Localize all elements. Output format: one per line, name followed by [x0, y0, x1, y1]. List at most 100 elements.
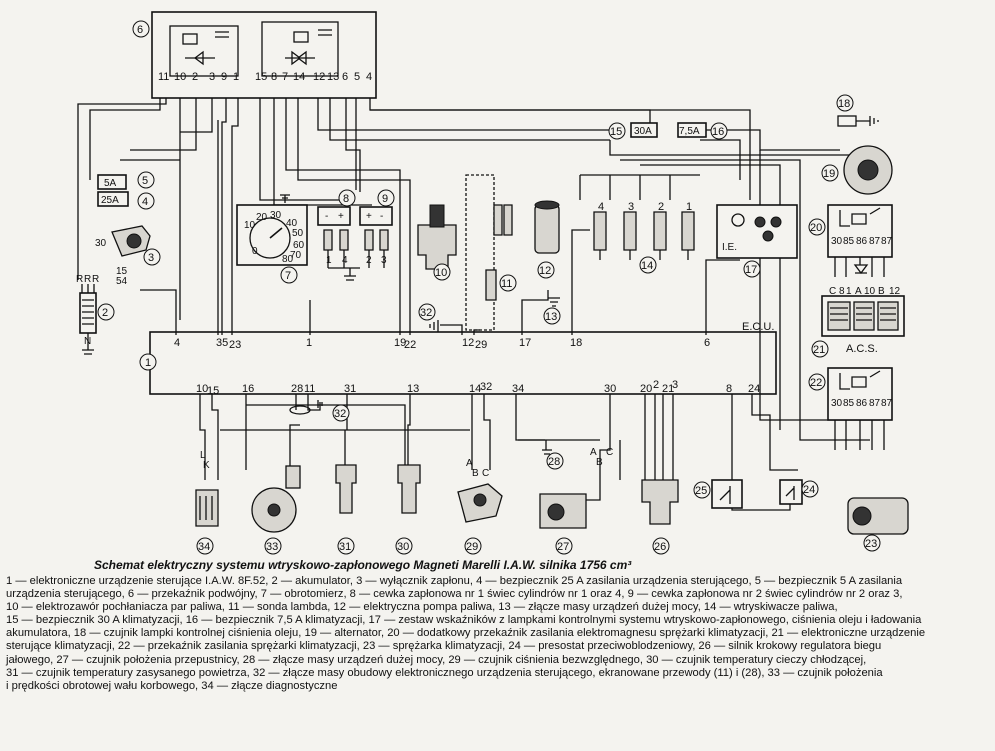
svg-text:10: 10 — [244, 220, 256, 231]
callout-34: 34 — [198, 541, 210, 553]
battery-2: R R R N 2 — [76, 274, 115, 355]
ac-compressor-23: 23 — [847, 497, 909, 552]
svg-text:86: 86 — [856, 398, 868, 409]
callout-19: 19 — [823, 168, 835, 180]
svg-text:R: R — [84, 274, 91, 285]
fuses-4-5: 5A 25A 5 4 — [97, 171, 155, 210]
svg-text:15: 15 — [116, 266, 128, 277]
ignition-switch-3: 30 15 54 3 — [95, 225, 161, 287]
svg-text:1: 1 — [846, 286, 852, 297]
svg-text:11: 11 — [304, 383, 315, 395]
svg-text:20: 20 — [256, 212, 268, 223]
fuse-4-label: 25A — [101, 195, 119, 206]
svg-text:-: - — [380, 211, 383, 222]
svg-text:A: A — [855, 286, 862, 297]
svg-text:34: 34 — [512, 383, 524, 395]
ecu-bottom-pin-labels: 10 15 16 28 11 31 13 14 32 34 30 20 2 21… — [196, 379, 760, 397]
svg-text:30: 30 — [831, 398, 843, 409]
wiring-diagram: 6 11 10 2 3 9 1 15 8 7 14 12 13 6 5 4 E.… — [76, 11, 909, 555]
svg-text:A: A — [466, 458, 473, 469]
idle-stepper-26: 26 — [641, 479, 679, 555]
svg-text:3: 3 — [628, 201, 634, 213]
callout-15: 15 — [610, 126, 622, 138]
svg-text:K: K — [203, 460, 210, 471]
lambda-sensor-11: 11 — [465, 174, 517, 331]
svg-text:4: 4 — [174, 337, 180, 349]
wiring — [77, 98, 880, 511]
purge-valve-10: 10 — [417, 204, 457, 281]
callout-7: 7 — [285, 270, 291, 282]
svg-text:2: 2 — [366, 255, 372, 266]
svg-text:13: 13 — [407, 383, 419, 395]
callout-11: 11 — [501, 278, 512, 290]
ignition-coil-9: + - 2 3 9 — [359, 189, 395, 268]
callout-2: 2 — [102, 307, 108, 319]
svg-text:20: 20 — [640, 383, 652, 395]
svg-text:13: 13 — [327, 71, 339, 83]
svg-text:B: B — [596, 457, 603, 468]
relay6-pin-labels: 11 10 2 3 9 1 15 8 7 14 12 13 6 5 4 — [158, 71, 372, 83]
svg-text:0: 0 — [252, 246, 258, 257]
caption-body: 1 — elektroniczne urządzenie sterujące I… — [6, 575, 991, 693]
instrument-cluster-17: I.E. 17 — [716, 204, 798, 278]
svg-text:21: 21 — [662, 383, 674, 395]
callout-25: 25 — [695, 485, 707, 497]
caption-line: 1 — elektroniczne urządzenie sterujące I… — [6, 575, 903, 587]
svg-text:1: 1 — [326, 255, 332, 266]
svg-text:30: 30 — [604, 383, 616, 395]
svg-text:87: 87 — [881, 236, 893, 247]
diagnostic-connector-34: L K 34 — [195, 450, 219, 555]
svg-text:B: B — [878, 286, 885, 297]
callout-9: 9 — [382, 193, 388, 205]
svg-text:2: 2 — [658, 201, 664, 213]
callout-32-bottom: 32 — [334, 408, 346, 420]
svg-text:3: 3 — [672, 379, 678, 391]
callout-26: 26 — [654, 541, 666, 553]
air-temp-sensor-31: 31 — [335, 464, 357, 555]
svg-text:C: C — [606, 447, 613, 458]
svg-text:28: 28 — [291, 383, 303, 395]
pressure-switch-24: 24 — [779, 479, 819, 505]
callout-6: 6 — [137, 24, 143, 36]
svg-text:70: 70 — [290, 250, 302, 261]
svg-text:30: 30 — [831, 236, 843, 247]
ecu-ground-32-top: 32 — [418, 303, 439, 332]
caption-line: sterujące klimatyzacji, 22 — przekaźnik … — [6, 640, 882, 653]
callout-8: 8 — [343, 193, 349, 205]
callout-12: 12 — [539, 265, 551, 277]
caption-line: akumulatora, 18 — czujnik lampki kontrol… — [6, 627, 926, 640]
callout-22: 22 — [810, 377, 822, 389]
svg-text:12: 12 — [889, 286, 901, 297]
ground-28: 28 — [542, 449, 564, 470]
caption-line: urządzenia sterującego, 6 — przekaźnik p… — [6, 588, 903, 601]
fuel-injectors-14: 4 3 2 1 14 — [593, 201, 695, 274]
callout-16: 16 — [712, 126, 724, 138]
svg-text:10: 10 — [174, 71, 186, 83]
fuses-15-16: 30A 7,5A 15 16 — [608, 122, 728, 140]
svg-text:1: 1 — [686, 201, 692, 213]
svg-text:35: 35 — [216, 337, 228, 349]
caption-line: i prędkości obrotowej wału korbowego, 34… — [6, 679, 338, 692]
svg-text:14: 14 — [469, 383, 481, 395]
callout-24: 24 — [803, 484, 815, 496]
svg-text:54: 54 — [116, 276, 128, 287]
svg-text:32: 32 — [480, 381, 492, 393]
svg-text:1: 1 — [306, 337, 312, 349]
callout-33: 33 — [266, 541, 278, 553]
caption-line: 10 — elektrozawór pochłaniacza par paliw… — [6, 601, 838, 614]
callout-30: 30 — [397, 541, 409, 553]
svg-text:C: C — [482, 468, 489, 479]
svg-text:A: A — [590, 447, 597, 458]
svg-text:+: + — [338, 211, 344, 222]
ground-13: 13 — [543, 297, 561, 325]
svg-text:24: 24 — [748, 383, 760, 395]
svg-text:15: 15 — [207, 385, 219, 397]
svg-text:29: 29 — [475, 339, 487, 351]
svg-text:2: 2 — [192, 71, 198, 83]
callout-1: 1 — [145, 357, 151, 369]
svg-text:C: C — [829, 286, 836, 297]
svg-text:17: 17 — [519, 337, 531, 349]
callout-10: 10 — [435, 267, 447, 279]
callout-5: 5 — [142, 175, 148, 187]
svg-text:1: 1 — [233, 71, 239, 83]
